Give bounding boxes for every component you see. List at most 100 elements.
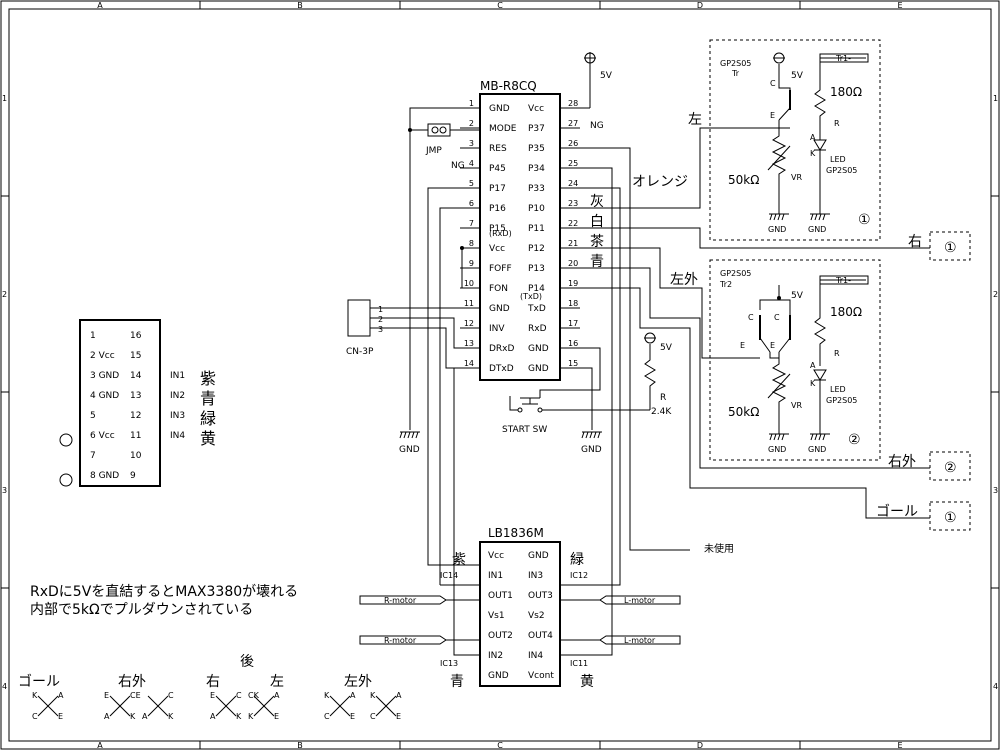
pinout-pin: E	[210, 691, 215, 700]
connector-pin-left: 7	[90, 451, 96, 461]
grid-row-3-right: 3	[993, 486, 998, 495]
connector-pin-left: 5	[90, 411, 96, 421]
mcu-ng-pin27: NG	[590, 121, 604, 131]
driver-ic12: IC12	[570, 571, 588, 580]
pinout-pin: A	[142, 712, 148, 721]
l-motor-label-2: L-motor	[624, 636, 656, 645]
note-line-2: 内部で5kΩでプルダウンされている	[30, 602, 253, 618]
pinout-title: ゴール	[18, 673, 60, 690]
pinout-pin: A	[58, 691, 64, 700]
connector-pin-right: 11	[130, 431, 141, 441]
mcu-pin-number: 9	[469, 259, 474, 268]
driver-pins: VccIN1OUT1Vs1OUT2IN2GNDGNDIN3OUT3Vs2OUT4…	[488, 551, 554, 681]
vcc-5v-label-top: 5V	[600, 71, 613, 81]
pinout-pin: E	[104, 691, 109, 700]
pinout-pin: K	[324, 691, 330, 700]
mcu-pin-name: FON	[489, 284, 508, 294]
mcu-pin-number: 12	[464, 319, 474, 328]
pinout-pin: C	[370, 712, 376, 721]
sensor2-e1: E	[740, 341, 745, 350]
mcu-pin-number: 2	[469, 119, 474, 128]
mcu-rxd-sub: (RxD)	[489, 229, 512, 238]
pinout-title: 右	[206, 674, 220, 690]
connector-in-label: IN4	[170, 431, 185, 441]
grid-row-1-left: 1	[2, 94, 7, 103]
mcu-pin-name: P34	[528, 164, 545, 174]
driver-ic13: IC13	[440, 659, 458, 668]
driver-pin-name: Vcont	[528, 671, 554, 681]
pinout-pin: A	[104, 712, 110, 721]
pinout-cross	[375, 695, 397, 717]
grid-col-d-bot: D	[697, 741, 703, 750]
pinout-cross	[37, 695, 59, 717]
connector-pin-left: 3 GND	[90, 371, 119, 381]
cn3p-pin2: 2	[378, 315, 383, 324]
driver-pin-name: Vs2	[528, 611, 545, 621]
grid-col-c-top: C	[497, 1, 503, 10]
driver-pin-name: OUT4	[528, 631, 553, 641]
pinout-pin: A	[274, 691, 280, 700]
sensor1-side-label: 左	[688, 112, 702, 128]
pinout-cross	[109, 695, 131, 717]
sensor1-box	[709, 39, 881, 241]
driver-ic11: IC11	[570, 659, 588, 668]
mcu-pin-number: 14	[464, 359, 474, 368]
connector-pin-left: 8 GND	[90, 471, 119, 481]
wire-gray-label: 灰	[590, 194, 604, 210]
mcu-pin-number: 26	[568, 139, 578, 148]
sensor1-tr1: Tr1-	[835, 54, 851, 63]
sensor2-tr: Tr2	[719, 280, 732, 289]
connector-wire-color: 紫	[200, 369, 216, 388]
sensor2-c1: C	[748, 313, 754, 322]
mcu-pin-name: GND	[489, 304, 510, 314]
pinout-pin: CK	[248, 691, 260, 700]
mcu-pin-name: P17	[489, 184, 506, 194]
mcu-pin-name: P16	[489, 204, 506, 214]
pinout-back-label: 後	[240, 654, 254, 670]
start-switch-label: START SW	[502, 425, 547, 435]
grid-col-a-bot: A	[97, 741, 103, 750]
sensor1-e: E	[770, 111, 775, 120]
sensor1-tr: Tr	[731, 69, 740, 78]
mcu-pin-number: 18	[568, 299, 578, 308]
sensor2-box	[709, 259, 881, 461]
mcu-pin-number: 10	[464, 279, 474, 288]
pinout-pin: C	[324, 712, 330, 721]
mcu-txd-sub: (TxD)	[520, 292, 542, 301]
mcu-pin-name: DTxD	[489, 364, 514, 374]
driver-pin-name: GND	[488, 671, 509, 681]
driver-pin-name: GND	[528, 551, 549, 561]
sensor2-part: GP2S05	[720, 269, 751, 278]
sensor1-5v: 5V	[791, 71, 804, 81]
connector-pin-right: 12	[130, 411, 141, 421]
wire-blue-label: 青	[590, 254, 604, 270]
connector-pin-right: 14	[130, 371, 142, 381]
driver-pin-name: IN4	[528, 651, 543, 661]
mcu-pin-number: 16	[568, 339, 578, 348]
mcu-pin-number: 7	[469, 219, 474, 228]
driver-pin-name: IN2	[488, 651, 503, 661]
mcu-title: MB-R8CQ	[480, 79, 537, 93]
gnd-label-left: GND	[399, 445, 420, 455]
sensor2-k: K	[810, 379, 816, 388]
goal-out-number: ①	[944, 510, 957, 526]
sensor1-led: LED	[830, 155, 846, 164]
mcu-left-pins: 1GND2MODE3RES4P455P176P167P158Vcc9FOFF10…	[460, 99, 517, 374]
mcu-pin-number: 24	[568, 179, 578, 188]
grid-row-4-left: 4	[2, 682, 7, 691]
mcu-pin-name: Vcc	[489, 244, 505, 254]
pinout-title: 左外	[344, 674, 372, 690]
mcu-pin-name: FOFF	[489, 264, 512, 274]
sensor2-tr1: Tr1-	[835, 276, 851, 285]
pinout-pin: E	[274, 712, 279, 721]
sensor1-out-box	[929, 231, 971, 261]
driver-pin-name: Vs1	[488, 611, 505, 621]
cn3p-label: CN-3P	[346, 347, 374, 357]
pinout-pin: K	[168, 712, 174, 721]
mcu-pin-number: 21	[568, 239, 578, 248]
sensor1-c: C	[770, 79, 776, 88]
driver-green: 緑	[570, 552, 584, 568]
mcu-pin-number: 15	[568, 359, 578, 368]
